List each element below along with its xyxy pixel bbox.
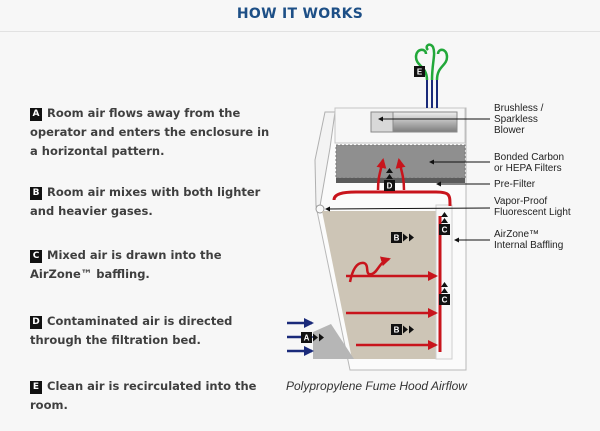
- step-e-badge: E: [30, 381, 42, 394]
- label-light-line-2: Fluorescent Light: [494, 207, 571, 218]
- marker-c-middle: C: [439, 282, 450, 305]
- airflow-top: [332, 190, 452, 207]
- marker-c-middle-letter: C: [442, 296, 448, 305]
- airflow-to-filter-right: [395, 158, 406, 191]
- label-baffling-line-2: Internal Baffling: [494, 240, 564, 251]
- label-blower-line-2: Sparkless: [494, 114, 538, 125]
- leader-light: [325, 206, 491, 212]
- step-e-text: Clean air is recirculated into the room.: [30, 379, 257, 412]
- marker-a: A: [301, 332, 324, 343]
- label-baffling-line-1: AirZone™: [494, 229, 540, 240]
- marker-e-letter: E: [417, 68, 423, 77]
- clean-air-curl-middle: [425, 43, 436, 81]
- diagram-caption: Polypropylene Fume Hood Airflow: [286, 379, 467, 393]
- label-light-line-1: Vapor-Proof: [494, 196, 548, 207]
- step-c-badge: C: [30, 250, 42, 263]
- label-prefilter: Pre-Filter: [494, 179, 535, 190]
- marker-b-upper-letter: B: [394, 234, 400, 243]
- work-area-front: [313, 324, 354, 359]
- step-b-text: Room air mixes with both lighter and hea…: [30, 185, 261, 218]
- marker-a-letter: A: [304, 334, 310, 343]
- marker-e: E: [414, 66, 425, 77]
- step-a-badge: A: [30, 108, 42, 121]
- label-filters-line-2: or HEPA Filters: [494, 163, 562, 174]
- header-divider: [0, 31, 600, 32]
- label-blower: Brushless / Sparkless Blower: [494, 103, 543, 136]
- marker-c-top-letter: C: [442, 226, 448, 235]
- marker-b-upper: B: [391, 232, 414, 243]
- step-d-badge: D: [30, 316, 42, 329]
- label-filters-line-1: Bonded Carbon: [494, 152, 565, 163]
- label-baffling: AirZone™ Internal Baffling: [494, 229, 563, 251]
- step-a-text: Room air flows away from the operator an…: [30, 106, 270, 158]
- marker-d-letter: D: [387, 182, 393, 191]
- page-title: HOW IT WORKS: [236, 6, 364, 22]
- label-prefilter-line-1: Pre-Filter: [494, 179, 536, 190]
- label-blower-line-3: Blower: [494, 125, 525, 136]
- step-b-badge: B: [30, 187, 42, 200]
- marker-b-lower-letter: B: [394, 326, 400, 335]
- step-c-text: Mixed air is drawn into the AirZone™ baf…: [30, 248, 222, 281]
- airflow-mix-swirl: [348, 256, 391, 283]
- marker-c-top: C: [439, 212, 450, 235]
- work-area: [322, 211, 436, 359]
- marker-d: D: [384, 168, 395, 191]
- airflow-to-filter-left: [376, 158, 387, 191]
- label-light: Vapor-Proof Fluorescent Light: [494, 196, 571, 218]
- label-blower-line-1: Brushless /: [494, 103, 544, 114]
- step-d-text: Contaminated air is directed through the…: [30, 314, 233, 347]
- clean-air-curl-right: [435, 48, 449, 81]
- pre-filter: [336, 178, 465, 183]
- blower-end: [370, 111, 394, 133]
- marker-b-lower: B: [391, 324, 414, 335]
- label-filters: Bonded Carbon or HEPA Filters: [494, 152, 564, 174]
